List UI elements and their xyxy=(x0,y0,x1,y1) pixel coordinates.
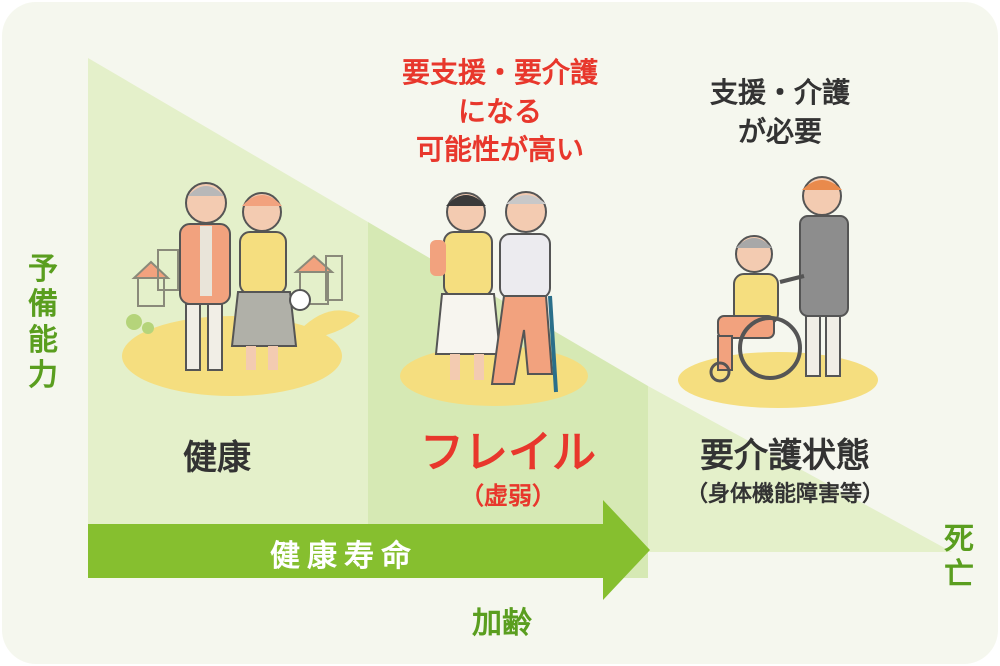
stage-frailty-note-line: 要支援・要介護 xyxy=(401,56,598,89)
end-label-char: 亡 xyxy=(944,557,974,593)
healthy-lifespan-arrow xyxy=(88,500,650,600)
stage-care-name: 要介護状態 xyxy=(700,436,870,476)
axis-y-label-char: 能 xyxy=(28,322,58,358)
stage-frailty-sub: （虚弱） xyxy=(460,482,556,510)
healthy-lifespan-label: 健康寿命 xyxy=(270,539,418,574)
triangle-band-care xyxy=(648,386,952,552)
stage-care-sub: （身体機能障害等） xyxy=(685,482,884,507)
stage-frailty-note-line: 可能性が高い xyxy=(415,133,584,167)
healthy-elderly-couple-walking-illustration xyxy=(122,182,360,396)
stage-care-note: 支援・介護 が必要 xyxy=(660,74,900,151)
stage-care-note-line: が必要 xyxy=(737,114,822,148)
end-label-char: 死 xyxy=(944,522,974,557)
axis-y-label-char: 予 xyxy=(28,252,58,287)
axis-y-label-char: 備 xyxy=(28,287,58,323)
frail-elderly-with-cane-and-helper-illustration xyxy=(400,191,588,406)
end-label: 死亡 xyxy=(944,522,974,593)
caregiver-pushing-wheelchair-illustration xyxy=(678,176,878,408)
stage-care-note-line: 支援・介護 xyxy=(709,76,850,109)
stage-healthy-name: 健康 xyxy=(183,438,251,478)
stage-frailty-note: 要支援・要介護 になる 可能性が高い xyxy=(340,54,660,170)
axis-x-label: 加齢 xyxy=(472,606,532,641)
axis-y-label: 予備能力 xyxy=(28,252,58,394)
stage-frailty-name: フレイル xyxy=(420,427,596,478)
stage-frailty-note-line: になる xyxy=(457,94,542,128)
axis-y-label-char: 力 xyxy=(28,358,58,394)
